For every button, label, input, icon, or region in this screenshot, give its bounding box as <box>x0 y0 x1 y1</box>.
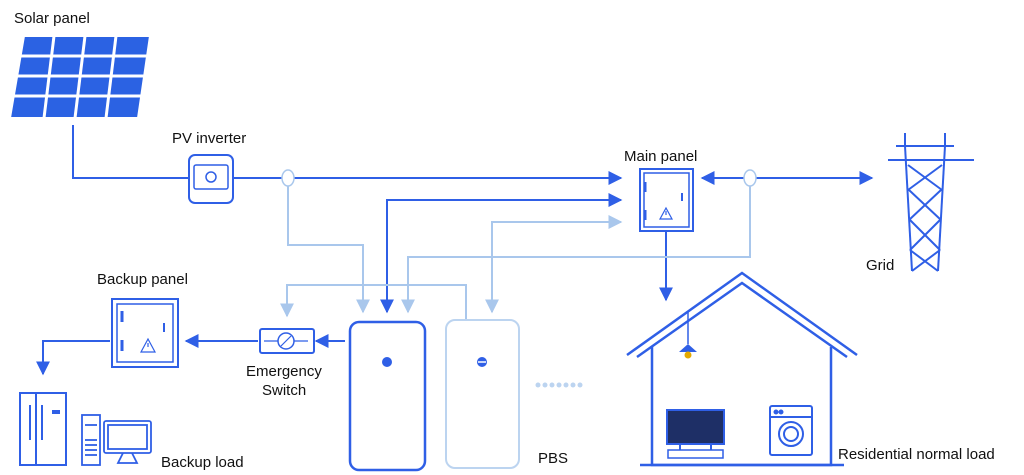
emergency-switch-label-line2: Switch <box>262 382 306 399</box>
transmission-tower-icon <box>888 133 974 272</box>
switch-icon <box>259 328 315 354</box>
fridge-icon <box>19 392 67 466</box>
current-sensor-icon <box>281 169 757 187</box>
signal-lines <box>280 186 751 320</box>
pv-inverter-label: PV inverter <box>172 130 246 147</box>
emergency-switch-label: Emergency <box>246 363 322 380</box>
tv-icon <box>666 409 725 459</box>
battery-icon <box>348 320 427 472</box>
pbs-label: PBS <box>538 450 568 467</box>
solar-panel-label: Solar panel <box>14 10 90 27</box>
electrical-panel-icon <box>111 298 179 368</box>
house-icon <box>626 271 858 467</box>
grid-label: Grid <box>866 257 894 274</box>
electrical-panel-icon <box>639 168 694 232</box>
washing-machine-icon <box>769 405 813 456</box>
backup-load-label: Backup load <box>161 454 244 471</box>
computer-icon <box>81 414 152 466</box>
more-batteries-dots <box>535 382 583 388</box>
main-panel-label: Main panel <box>624 148 697 165</box>
solar-panel-icon <box>8 35 152 119</box>
lamp-icon <box>679 312 697 359</box>
battery-icon <box>445 319 520 469</box>
residential-normal-load-label: Residential normal load <box>838 446 995 463</box>
backup-panel-label: Backup panel <box>97 271 188 288</box>
power-flow-lines <box>36 125 874 376</box>
inverter-icon <box>188 154 234 204</box>
